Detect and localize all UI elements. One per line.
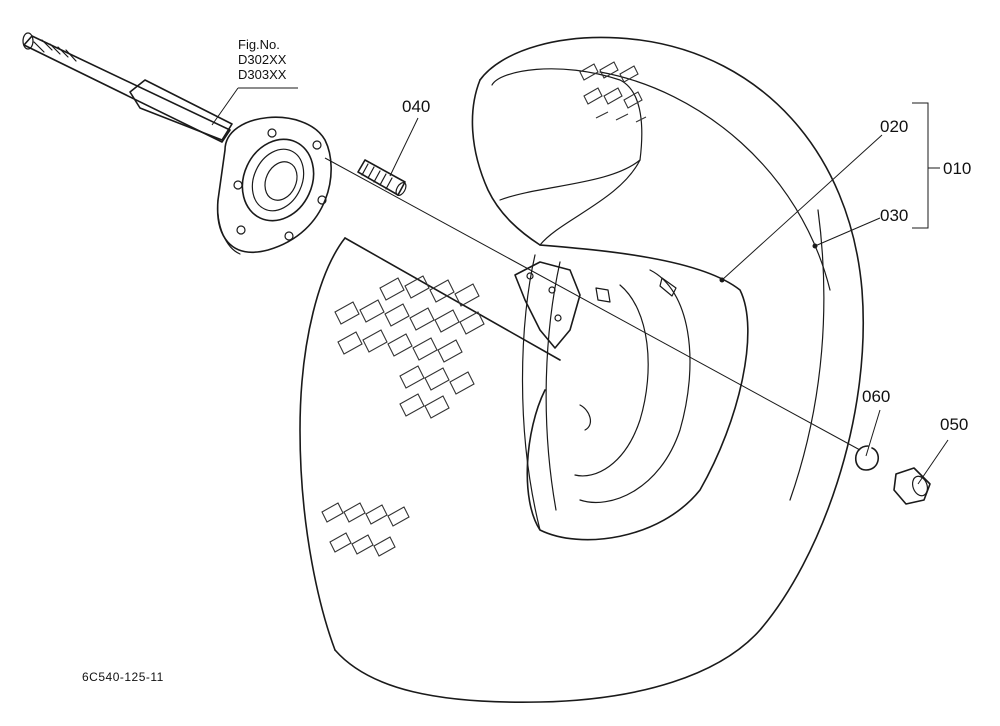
wheel-stud — [357, 159, 407, 196]
snap-ring — [854, 445, 879, 471]
leader-lines — [211, 87, 949, 485]
part-label-060: 060 — [862, 387, 891, 406]
wheel-nut — [893, 467, 931, 505]
leader-dot-030 — [812, 243, 818, 249]
tread-pattern-lower — [321, 502, 410, 557]
part-label-010: 010 — [943, 159, 972, 178]
part-label-050: 050 — [940, 415, 969, 434]
leader-dot-020 — [719, 277, 725, 283]
wheel-rim — [514, 244, 749, 541]
figure-reference-number-1: D302XX — [238, 51, 287, 67]
part-label-020: 020 — [880, 117, 909, 136]
assembly-axis-line — [324, 157, 861, 451]
tread-pattern-upper — [579, 61, 647, 123]
figure-reference-number-2: D303XX — [238, 66, 287, 82]
figure-reference-title: Fig.No. — [238, 37, 280, 52]
tire — [299, 36, 864, 703]
figure-reference: Fig.No. D302XX D303XX — [238, 37, 287, 83]
drawing-code: 6C540-125-11 — [82, 670, 164, 684]
hub-flange — [216, 116, 332, 255]
part-label-040: 040 — [402, 97, 431, 116]
tread-pattern-left — [334, 275, 485, 419]
axle-shaft — [22, 32, 233, 143]
part-label-030: 030 — [880, 206, 909, 225]
